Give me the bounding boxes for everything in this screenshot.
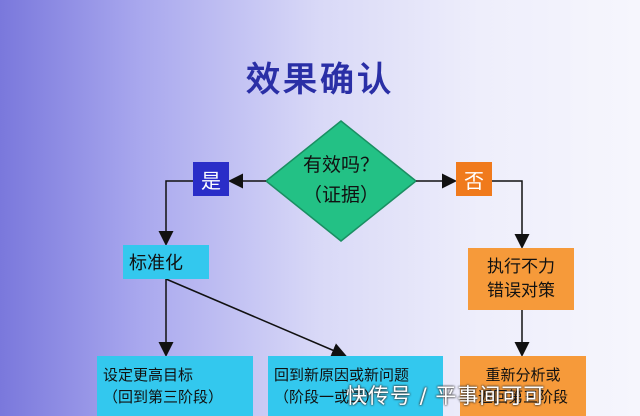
decision-label: 有效吗？ （证据） — [266, 150, 416, 210]
new-cause-node: 回到新原因或新问题 （阶段一或二） — [268, 356, 443, 416]
standardize-node: 标准化 — [123, 245, 209, 279]
decision-question: 有效吗？ — [302, 154, 379, 176]
no-node: 否 — [456, 162, 492, 196]
execution-node: 执行不力 错误对策 — [468, 248, 574, 310]
reanalyze-line2: 返回第三阶段 — [477, 388, 568, 406]
decision-evidence: （证据） — [302, 184, 379, 206]
new-cause-line2: （阶段一或二） — [274, 388, 380, 406]
raise-goal-line2: （回到第三阶段） — [103, 388, 224, 406]
decision-diamond — [264, 120, 418, 242]
reanalyze-node: 重新分析或 返回第三阶段 — [460, 356, 586, 416]
raise-goal-node: 设定更高目标 （回到第三阶段） — [97, 356, 253, 416]
page-title: 效果确认 — [246, 60, 394, 100]
yes-node: 是 — [193, 162, 229, 196]
arrow-standardize-to-box2 — [165, 278, 347, 358]
watermark: 快传号 / 平事间可可 — [346, 384, 546, 408]
arrow-yes-to-standardize — [158, 180, 193, 246]
reanalyze-line1: 重新分析或 — [485, 366, 561, 384]
execution-line2: 错误对策 — [487, 281, 555, 301]
arrow-no-to-execution — [492, 180, 530, 249]
execution-line1: 执行不力 — [487, 257, 555, 277]
raise-goal-line1: 设定更高目标 — [103, 366, 194, 384]
new-cause-line1: 回到新原因或新问题 — [274, 366, 410, 384]
